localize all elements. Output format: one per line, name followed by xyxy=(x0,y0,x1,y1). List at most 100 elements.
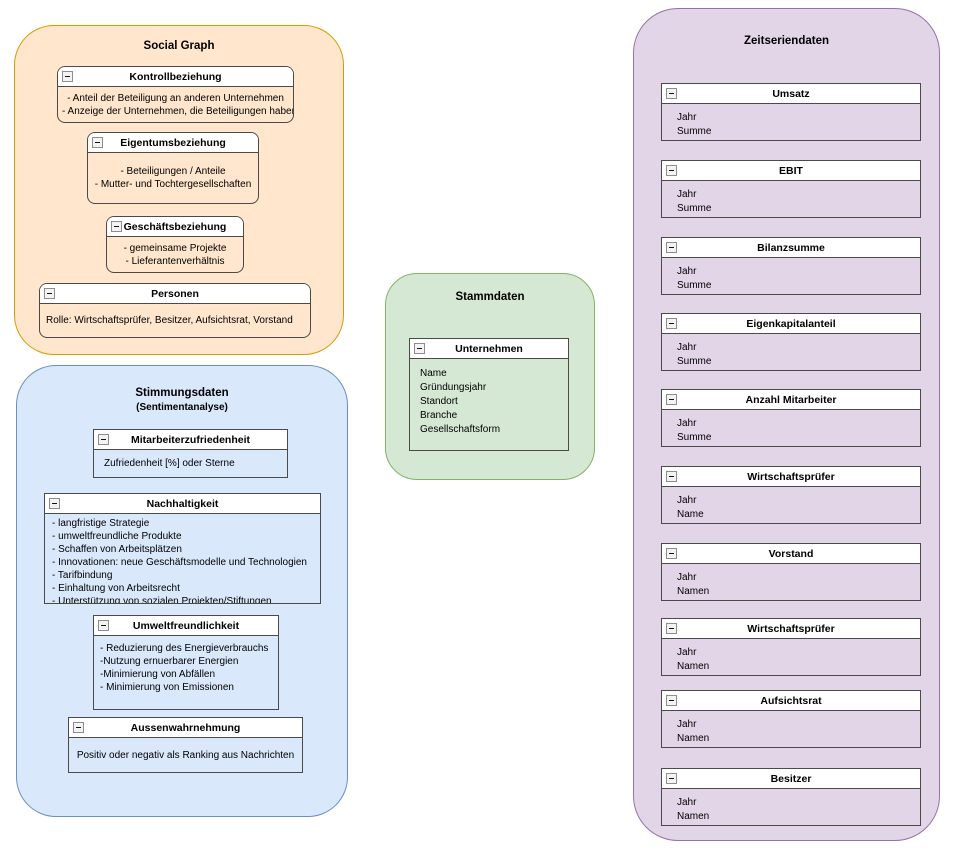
collapse-icon[interactable] xyxy=(73,722,84,733)
entity-title: Besitzer xyxy=(770,772,812,785)
attribute-line: Gesellschaftsform xyxy=(420,424,501,435)
entity-title-bar: Bilanzsumme xyxy=(662,238,920,258)
collapse-icon[interactable] xyxy=(666,318,677,329)
entity-personen[interactable]: Personen Rolle: Wirtschaftsprüfer, Besit… xyxy=(39,283,311,338)
entity-title: Kontrollbeziehung xyxy=(129,70,222,83)
entity-title: Umweltfreundlichkeit xyxy=(132,619,240,632)
entity-wirtschaftspruefer-1[interactable]: Wirtschaftsprüfer Jahr Name xyxy=(661,466,921,524)
collapse-icon[interactable] xyxy=(92,137,103,148)
entity-eigenkapitalanteil[interactable]: Eigenkapitalanteil Jahr Summe xyxy=(661,313,921,371)
container-title: Stimmungsdaten xyxy=(135,387,229,399)
attribute-line: -Minimierung von Abfällen xyxy=(100,669,216,680)
collapse-icon[interactable] xyxy=(98,620,109,631)
entity-body: - gemeinsame Projekte - Lieferantenverhä… xyxy=(107,237,243,272)
entity-umweltfreundlichkeit[interactable]: Umweltfreundlichkeit - Reduzierung des E… xyxy=(93,615,279,710)
entity-title-bar: EBIT xyxy=(662,161,920,181)
entity-body: Jahr Namen xyxy=(662,711,920,747)
attribute-line: Standort xyxy=(420,396,458,407)
attribute-line: Namen xyxy=(677,585,710,597)
entity-aussenwahrnehmung[interactable]: Aussenwahrnehmung Positiv oder negativ a… xyxy=(68,717,303,773)
entity-title-bar: Umsatz xyxy=(662,84,920,104)
collapse-icon[interactable] xyxy=(666,165,677,176)
entity-geschaeftsbeziehung[interactable]: Geschäftsbeziehung - gemeinsame Projekte… xyxy=(106,216,244,273)
entity-title-bar: Aufsichtsrat xyxy=(662,691,920,711)
attribute-line: - Mutter- und Tochtergesellschaften xyxy=(94,179,252,190)
entity-title-bar: Personen xyxy=(40,284,310,304)
attribute-line: Summe xyxy=(677,279,712,291)
entity-title: Bilanzsumme xyxy=(757,241,825,254)
collapse-icon[interactable] xyxy=(666,394,677,405)
collapse-icon[interactable] xyxy=(666,471,677,482)
attribute-line: Jahr xyxy=(677,189,697,200)
collapse-icon[interactable] xyxy=(414,343,425,354)
collapse-icon[interactable] xyxy=(111,221,122,232)
entity-kontrollbeziehung[interactable]: Kontrollbeziehung - Anteil der Beteiligu… xyxy=(57,66,294,123)
entity-title-bar: Unternehmen xyxy=(410,339,568,359)
entity-ebit[interactable]: EBIT Jahr Summe xyxy=(661,160,921,218)
attribute-line: Summe xyxy=(677,202,712,214)
entity-besitzer[interactable]: Besitzer Jahr Namen xyxy=(661,768,921,826)
entity-body: - langfristige Strategie - umweltfreundl… xyxy=(45,514,320,603)
entity-title: Geschäftsbeziehung xyxy=(123,220,227,233)
entity-body: Jahr Summe xyxy=(662,181,920,217)
container-social-graph[interactable]: Social Graph Kontrollbeziehung - Anteil … xyxy=(14,25,344,355)
attribute-line: Rolle: Wirtschaftsprüfer, Besitzer, Aufs… xyxy=(46,315,293,326)
entity-mitarbeiterzufriedenheit[interactable]: Mitarbeiterzufriedenheit Zufriedenheit [… xyxy=(93,429,288,478)
attribute-line: Positiv oder negativ als Ranking aus Nac… xyxy=(76,749,295,761)
entity-title: Nachhaltigkeit xyxy=(146,497,219,510)
attribute-line: Summe xyxy=(677,125,712,137)
attribute-line: Namen xyxy=(677,732,710,744)
attribute-line: Branche xyxy=(420,410,458,421)
collapse-icon[interactable] xyxy=(44,288,55,299)
entity-title: Wirtschaftsprüfer xyxy=(747,470,835,483)
collapse-icon[interactable] xyxy=(666,548,677,559)
entity-title-bar: Wirtschaftsprüfer xyxy=(662,619,920,639)
entity-anzahl-mitarbeiter[interactable]: Anzahl Mitarbeiter Jahr Summe xyxy=(661,389,921,447)
attribute-line: - umweltfreundliche Produkte xyxy=(52,531,182,542)
collapse-icon[interactable] xyxy=(49,498,60,509)
entity-unternehmen[interactable]: Unternehmen Name Gründungsjahr Standort … xyxy=(409,338,569,451)
attribute-line: - Innovationen: neue Geschäftsmodelle un… xyxy=(52,557,307,568)
entity-body: Rolle: Wirtschaftsprüfer, Besitzer, Aufs… xyxy=(40,304,310,337)
entity-title: Aufsichtsrat xyxy=(760,694,822,707)
entity-aufsichtsrat[interactable]: Aufsichtsrat Jahr Namen xyxy=(661,690,921,748)
attribute-line: - Schaffen von Arbeitsplätzen xyxy=(52,544,182,555)
collapse-icon[interactable] xyxy=(62,71,73,82)
collapse-icon[interactable] xyxy=(666,623,677,634)
container-stimmungsdaten[interactable]: Stimmungsdaten (Sentimentanalyse) Mitarb… xyxy=(16,365,348,817)
container-zeitseriendaten[interactable]: Zeitseriendaten Umsatz Jahr Summe EBIT J… xyxy=(633,8,940,841)
entity-title-bar: Wirtschaftsprüfer xyxy=(662,467,920,487)
entity-body: Jahr Summe xyxy=(662,104,920,140)
attribute-line: Jahr xyxy=(677,112,697,123)
collapse-icon[interactable] xyxy=(666,695,677,706)
collapse-icon[interactable] xyxy=(98,434,109,445)
attribute-line: Jahr xyxy=(677,572,697,583)
entity-body: Jahr Namen xyxy=(662,564,920,600)
entity-title: Aussenwahrnehmung xyxy=(130,721,241,734)
container-stammdaten[interactable]: Stammdaten Unternehmen Name Gründungsjah… xyxy=(385,273,595,480)
entity-wirtschaftspruefer-2[interactable]: Wirtschaftsprüfer Jahr Namen xyxy=(661,618,921,676)
entity-title: Personen xyxy=(151,287,199,300)
attribute-line: - Tarifbindung xyxy=(52,570,113,581)
attribute-line: Name xyxy=(677,508,704,520)
entity-title: Mitarbeiterzufriedenheit xyxy=(130,433,251,446)
attribute-line: Namen xyxy=(677,660,710,672)
attribute-line: Name xyxy=(420,368,447,379)
collapse-icon[interactable] xyxy=(666,773,677,784)
container-subtitle: (Sentimentanalyse) xyxy=(136,402,228,413)
collapse-icon[interactable] xyxy=(666,88,677,99)
entity-umsatz[interactable]: Umsatz Jahr Summe xyxy=(661,83,921,141)
entity-vorstand[interactable]: Vorstand Jahr Namen xyxy=(661,543,921,601)
entity-eigentumsbeziehung[interactable]: Eigentumsbeziehung - Beteiligungen / Ant… xyxy=(87,132,259,204)
attribute-line: Summe xyxy=(677,431,712,443)
entity-title-bar: Geschäftsbeziehung xyxy=(107,217,243,237)
entity-title: Wirtschaftsprüfer xyxy=(747,622,835,635)
entity-body: Zufriedenheit [%] oder Sterne xyxy=(94,450,287,477)
entity-bilanzsumme[interactable]: Bilanzsumme Jahr Summe xyxy=(661,237,921,295)
attribute-line: Jahr xyxy=(677,797,697,808)
entity-title: Umsatz xyxy=(772,87,810,100)
entity-nachhaltigkeit[interactable]: Nachhaltigkeit - langfristige Strategie … xyxy=(44,493,321,604)
collapse-icon[interactable] xyxy=(666,242,677,253)
entity-body: - Reduzierung des Energieverbrauchs -Nut… xyxy=(94,636,278,709)
